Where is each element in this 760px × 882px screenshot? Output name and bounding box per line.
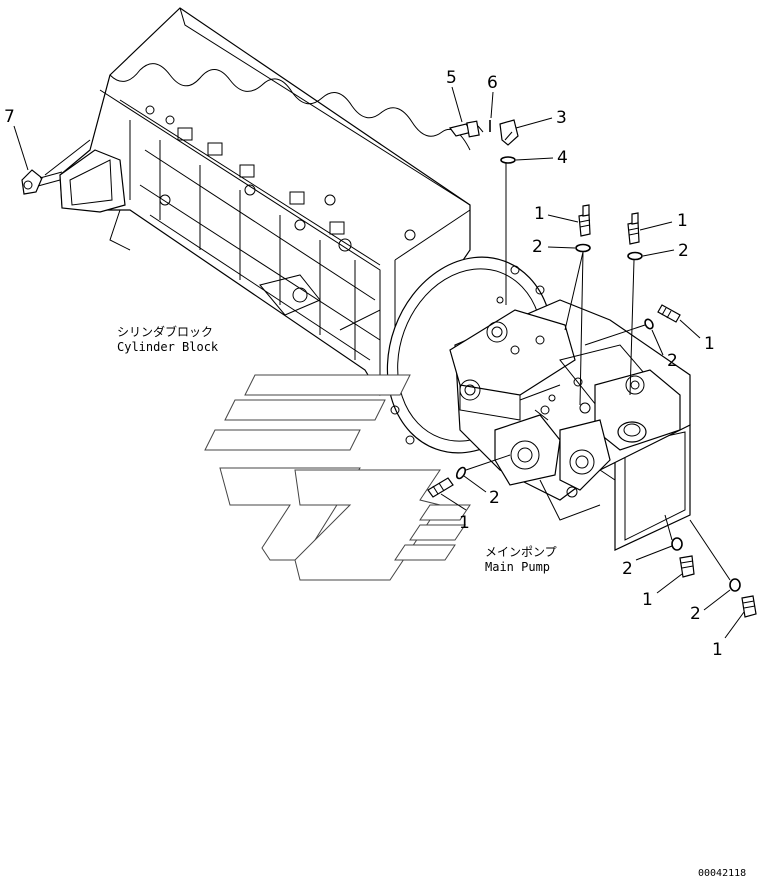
- elbow-part-3: [499, 119, 519, 146]
- plug-bottom-b: [741, 595, 757, 618]
- plug-top-right: [627, 212, 640, 245]
- oring-bottom-b: [729, 578, 741, 592]
- callout-2-top-right: 2: [678, 241, 689, 261]
- callout-1-top-left: 1: [534, 204, 545, 224]
- callout-1-right-side: 1: [704, 334, 715, 354]
- callout-2-top-left: 2: [532, 237, 543, 257]
- callout-3: 3: [556, 108, 567, 128]
- oring-left-lower: [455, 466, 467, 480]
- plug-top-left: [578, 204, 591, 237]
- callout-1-bottom-b: 1: [712, 640, 723, 660]
- callout-2-left-lower: 2: [489, 488, 500, 508]
- callout-1-top-right: 1: [677, 211, 688, 231]
- oring-part-4: [500, 156, 516, 164]
- main-pump: [449, 299, 691, 551]
- sensor-part-7: [21, 139, 91, 195]
- oring-right-side: [644, 318, 654, 330]
- callout-4: 4: [557, 148, 568, 168]
- plug-bottom-a: [679, 555, 695, 578]
- drawing-code: 00042118: [698, 868, 746, 879]
- callout-6: 6: [487, 73, 498, 93]
- plug-left-lower: [427, 477, 454, 498]
- callout-2-bottom-a: 2: [622, 559, 633, 579]
- oring-bottom-a: [671, 537, 683, 551]
- fitting-part-5: [448, 120, 484, 138]
- label-main-pump-en: Main Pump: [485, 560, 550, 574]
- callout-1-bottom-a: 1: [642, 590, 653, 610]
- label-cylinder-block-jp: シリンダブロック: [117, 324, 213, 339]
- watermark-arrows: [204, 374, 471, 581]
- callout-5: 5: [446, 68, 457, 88]
- callout-2-bottom-b: 2: [690, 604, 701, 624]
- callout-1-left-lower: 1: [459, 513, 470, 533]
- leader-lines: [13, 86, 745, 639]
- label-main-pump-jp: メインポンプ: [485, 545, 557, 559]
- cylinder-block: [59, 7, 471, 396]
- callout-2-right-side: 2: [667, 351, 678, 371]
- plug-right-side: [657, 304, 681, 323]
- oring-top-right: [627, 251, 643, 261]
- oring-top-left: [575, 243, 591, 253]
- callout-7: 7: [4, 107, 15, 127]
- label-cylinder-block-en: Cylinder Block: [117, 340, 219, 354]
